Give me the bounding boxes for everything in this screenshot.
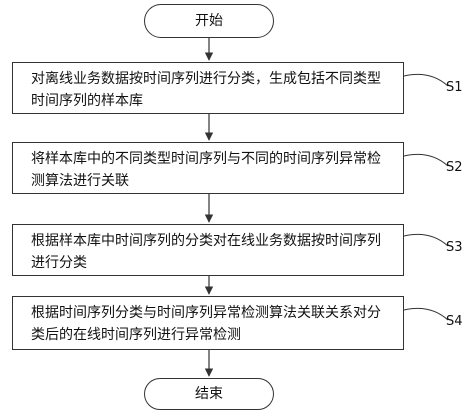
start-terminator: 开始 (144, 4, 274, 38)
process-text-s1: 对离线业务数据按时间序列进行分类，生成包括不同类型时间序列的样本库 (31, 71, 381, 109)
leader-line-s4 (403, 307, 449, 321)
process-text-s2: 将样本库中的不同类型时间序列与不同的时间序列异常检测算法进行关联 (31, 151, 381, 189)
step-label-s3: S3 (446, 240, 463, 255)
step-label-s1: S1 (446, 80, 463, 95)
process-box-s2: 将样本库中的不同类型时间序列与不同的时间序列异常检测算法进行关联 (12, 142, 404, 194)
step-label-s2: S2 (446, 160, 463, 175)
step-label-s4: S4 (446, 314, 463, 329)
process-text-s4: 根据时间序列分类与时间序列异常检测算法关联关系对分类后的在线时间序列进行异常检测 (31, 305, 381, 343)
process-box-s1: 对离线业务数据按时间序列进行分类，生成包括不同类型时间序列的样本库 (12, 62, 404, 114)
end-label: 结束 (195, 386, 223, 402)
process-box-s4: 根据时间序列分类与时间序列异常检测算法关联关系对分类后的在线时间序列进行异常检测 (12, 296, 404, 350)
leader-line-s1 (403, 73, 449, 87)
start-label: 开始 (195, 13, 223, 29)
leader-line-s2 (403, 153, 449, 167)
end-terminator: 结束 (144, 378, 274, 410)
leader-line-s3 (403, 233, 449, 247)
process-box-s3: 根据样本库中时间序列的分类对在线业务数据按时间序列进行分类 (12, 224, 404, 276)
process-text-s3: 根据样本库中时间序列的分类对在线业务数据按时间序列进行分类 (31, 233, 381, 271)
